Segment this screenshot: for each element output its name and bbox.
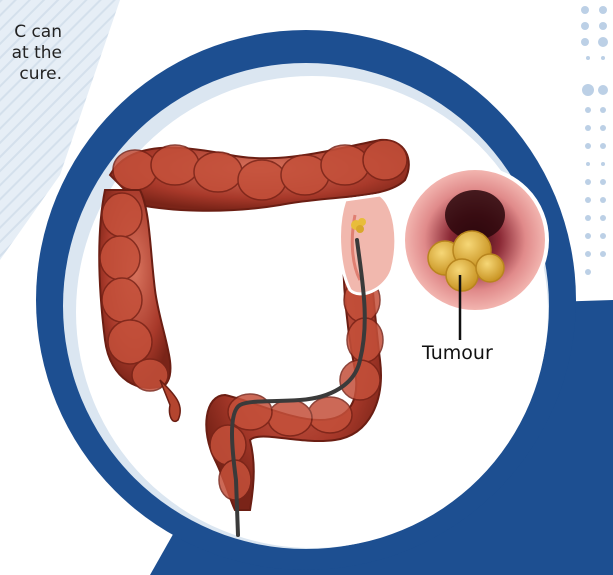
dot-pattern: [581, 6, 608, 275]
intro-line-2: at the: [0, 43, 62, 64]
intro-text: C can at the cure.: [0, 22, 62, 85]
intro-line-3: cure.: [0, 64, 62, 85]
intro-line-1: C can: [0, 22, 62, 43]
tumour-label: Tumour: [422, 342, 493, 364]
